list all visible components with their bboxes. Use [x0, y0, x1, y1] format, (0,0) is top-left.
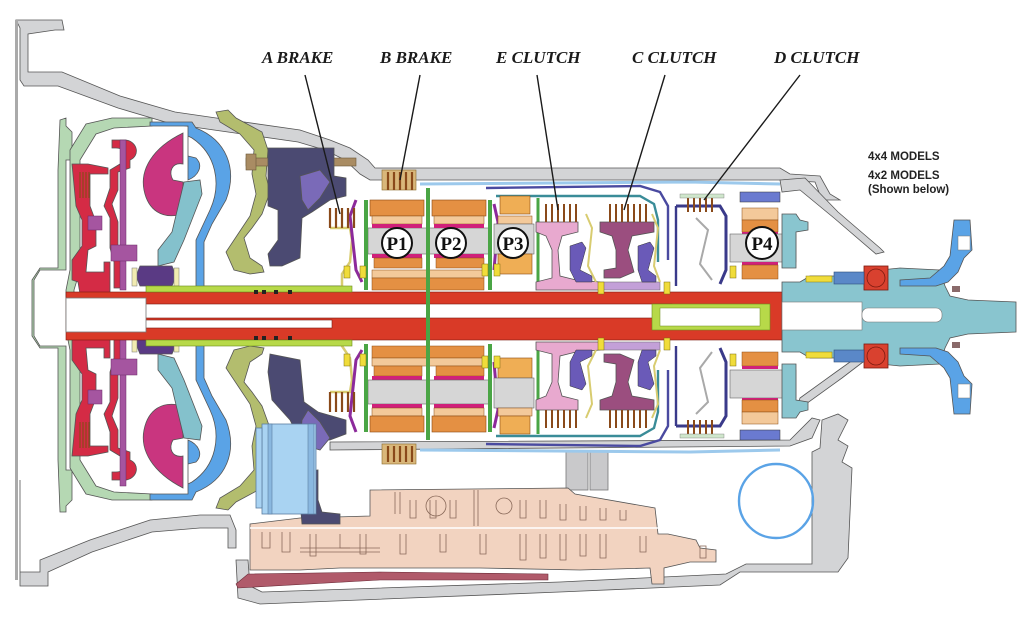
case-bolt-head [245, 153, 257, 171]
a-brake-plates [328, 208, 356, 412]
damper-hub-upper [110, 244, 138, 262]
turbine-upper [149, 121, 341, 295]
turbine-lower [149, 335, 341, 501]
damper-hub-lower [110, 358, 138, 376]
e-clutch-leader [536, 74, 559, 211]
valve-body [249, 487, 717, 585]
b-brake-plates [381, 169, 417, 465]
damper-spring-lower [87, 389, 103, 405]
pan-gasket [235, 571, 549, 589]
p3-label: P3 [502, 234, 523, 255]
outer-drum-lower [485, 370, 670, 448]
impeller-upper [142, 132, 184, 216]
c-clutch-leader [623, 74, 666, 211]
d-clutch-assembly [674, 193, 728, 439]
callout-a-brake: A BRAKE [261, 48, 341, 215]
bell-housing-flange [15, 20, 18, 580]
strainer-post [565, 451, 589, 491]
planetary-p3-assembly [493, 195, 540, 435]
lockup-clutch-plates-lower [79, 422, 90, 448]
stator-bearing-upper [131, 267, 138, 287]
stator-upper [157, 179, 203, 267]
lockup-clutch-plates-upper [79, 172, 90, 198]
a-brake-label: A BRAKE [261, 48, 333, 67]
output-flange [899, 219, 973, 415]
model-note-4x4: 4x4 MODELS [868, 151, 940, 163]
p2-label: P2 [440, 234, 461, 255]
planetary-label-p2: P2 [435, 227, 467, 259]
callout-d-clutch: D CLUTCH [703, 48, 860, 201]
callout-c-clutch: C CLUTCH [623, 48, 717, 211]
a-brake-leader [304, 74, 341, 215]
p1-label: P1 [386, 234, 407, 255]
stator-lower [157, 353, 203, 441]
stator-bearing-upper-2 [173, 267, 180, 287]
damper-spring-upper [87, 215, 103, 231]
oil-filter-outline [737, 462, 815, 540]
bell-housing-upper [15, 19, 842, 201]
rear-bearings [805, 265, 889, 369]
b-brake-leader [399, 74, 421, 181]
impeller-lower [142, 404, 184, 489]
callout-e-clutch: E CLUTCH [495, 48, 581, 211]
light-blue-shell-lower [419, 448, 781, 454]
model-notes: 4x4 MODELS 4x2 MODELS (Shown below) [868, 151, 949, 196]
p4-label: P4 [751, 234, 773, 255]
thrust-bearings [343, 263, 737, 369]
planetary-label-p4: P4 [745, 226, 779, 260]
e-clutch-label: E CLUTCH [495, 48, 581, 67]
planetary-label-p1: P1 [381, 227, 413, 259]
c-clutch-assembly [599, 204, 661, 428]
input-shaft-stub [65, 297, 147, 333]
model-note-shown-below: (Shown below) [868, 184, 949, 196]
callout-b-brake: B BRAKE [379, 48, 452, 181]
bell-housing-lower [19, 480, 237, 587]
torque-converter [31, 117, 341, 513]
accumulator [255, 423, 317, 515]
c-clutch-label: C CLUTCH [632, 48, 717, 67]
d-clutch-leader [703, 74, 801, 201]
stator-shaft-sleeve-upper [145, 285, 353, 293]
stator-shaft-sleeve-lower [145, 339, 353, 347]
light-blue-shell-upper [419, 180, 781, 186]
case-lower-rail [329, 417, 821, 451]
a-brake-piston-upper [330, 226, 354, 288]
damper-plate-lower [119, 329, 127, 487]
oil-pan [235, 413, 853, 605]
model-note-4x2: 4x2 MODELS [868, 170, 940, 182]
outer-drum-upper [485, 184, 670, 260]
rear-case [779, 177, 885, 255]
d-clutch-label: D CLUTCH [773, 48, 860, 67]
b-brake-label: B BRAKE [379, 48, 452, 67]
planetary-p4-assembly [729, 191, 809, 441]
strainer-post-2 [589, 451, 609, 491]
damper-plate-upper [119, 139, 127, 291]
valve-bores [261, 490, 707, 561]
planetary-label-p3: P3 [497, 227, 529, 259]
stator-hub-upper [135, 265, 177, 287]
output-shaft [781, 267, 1017, 367]
